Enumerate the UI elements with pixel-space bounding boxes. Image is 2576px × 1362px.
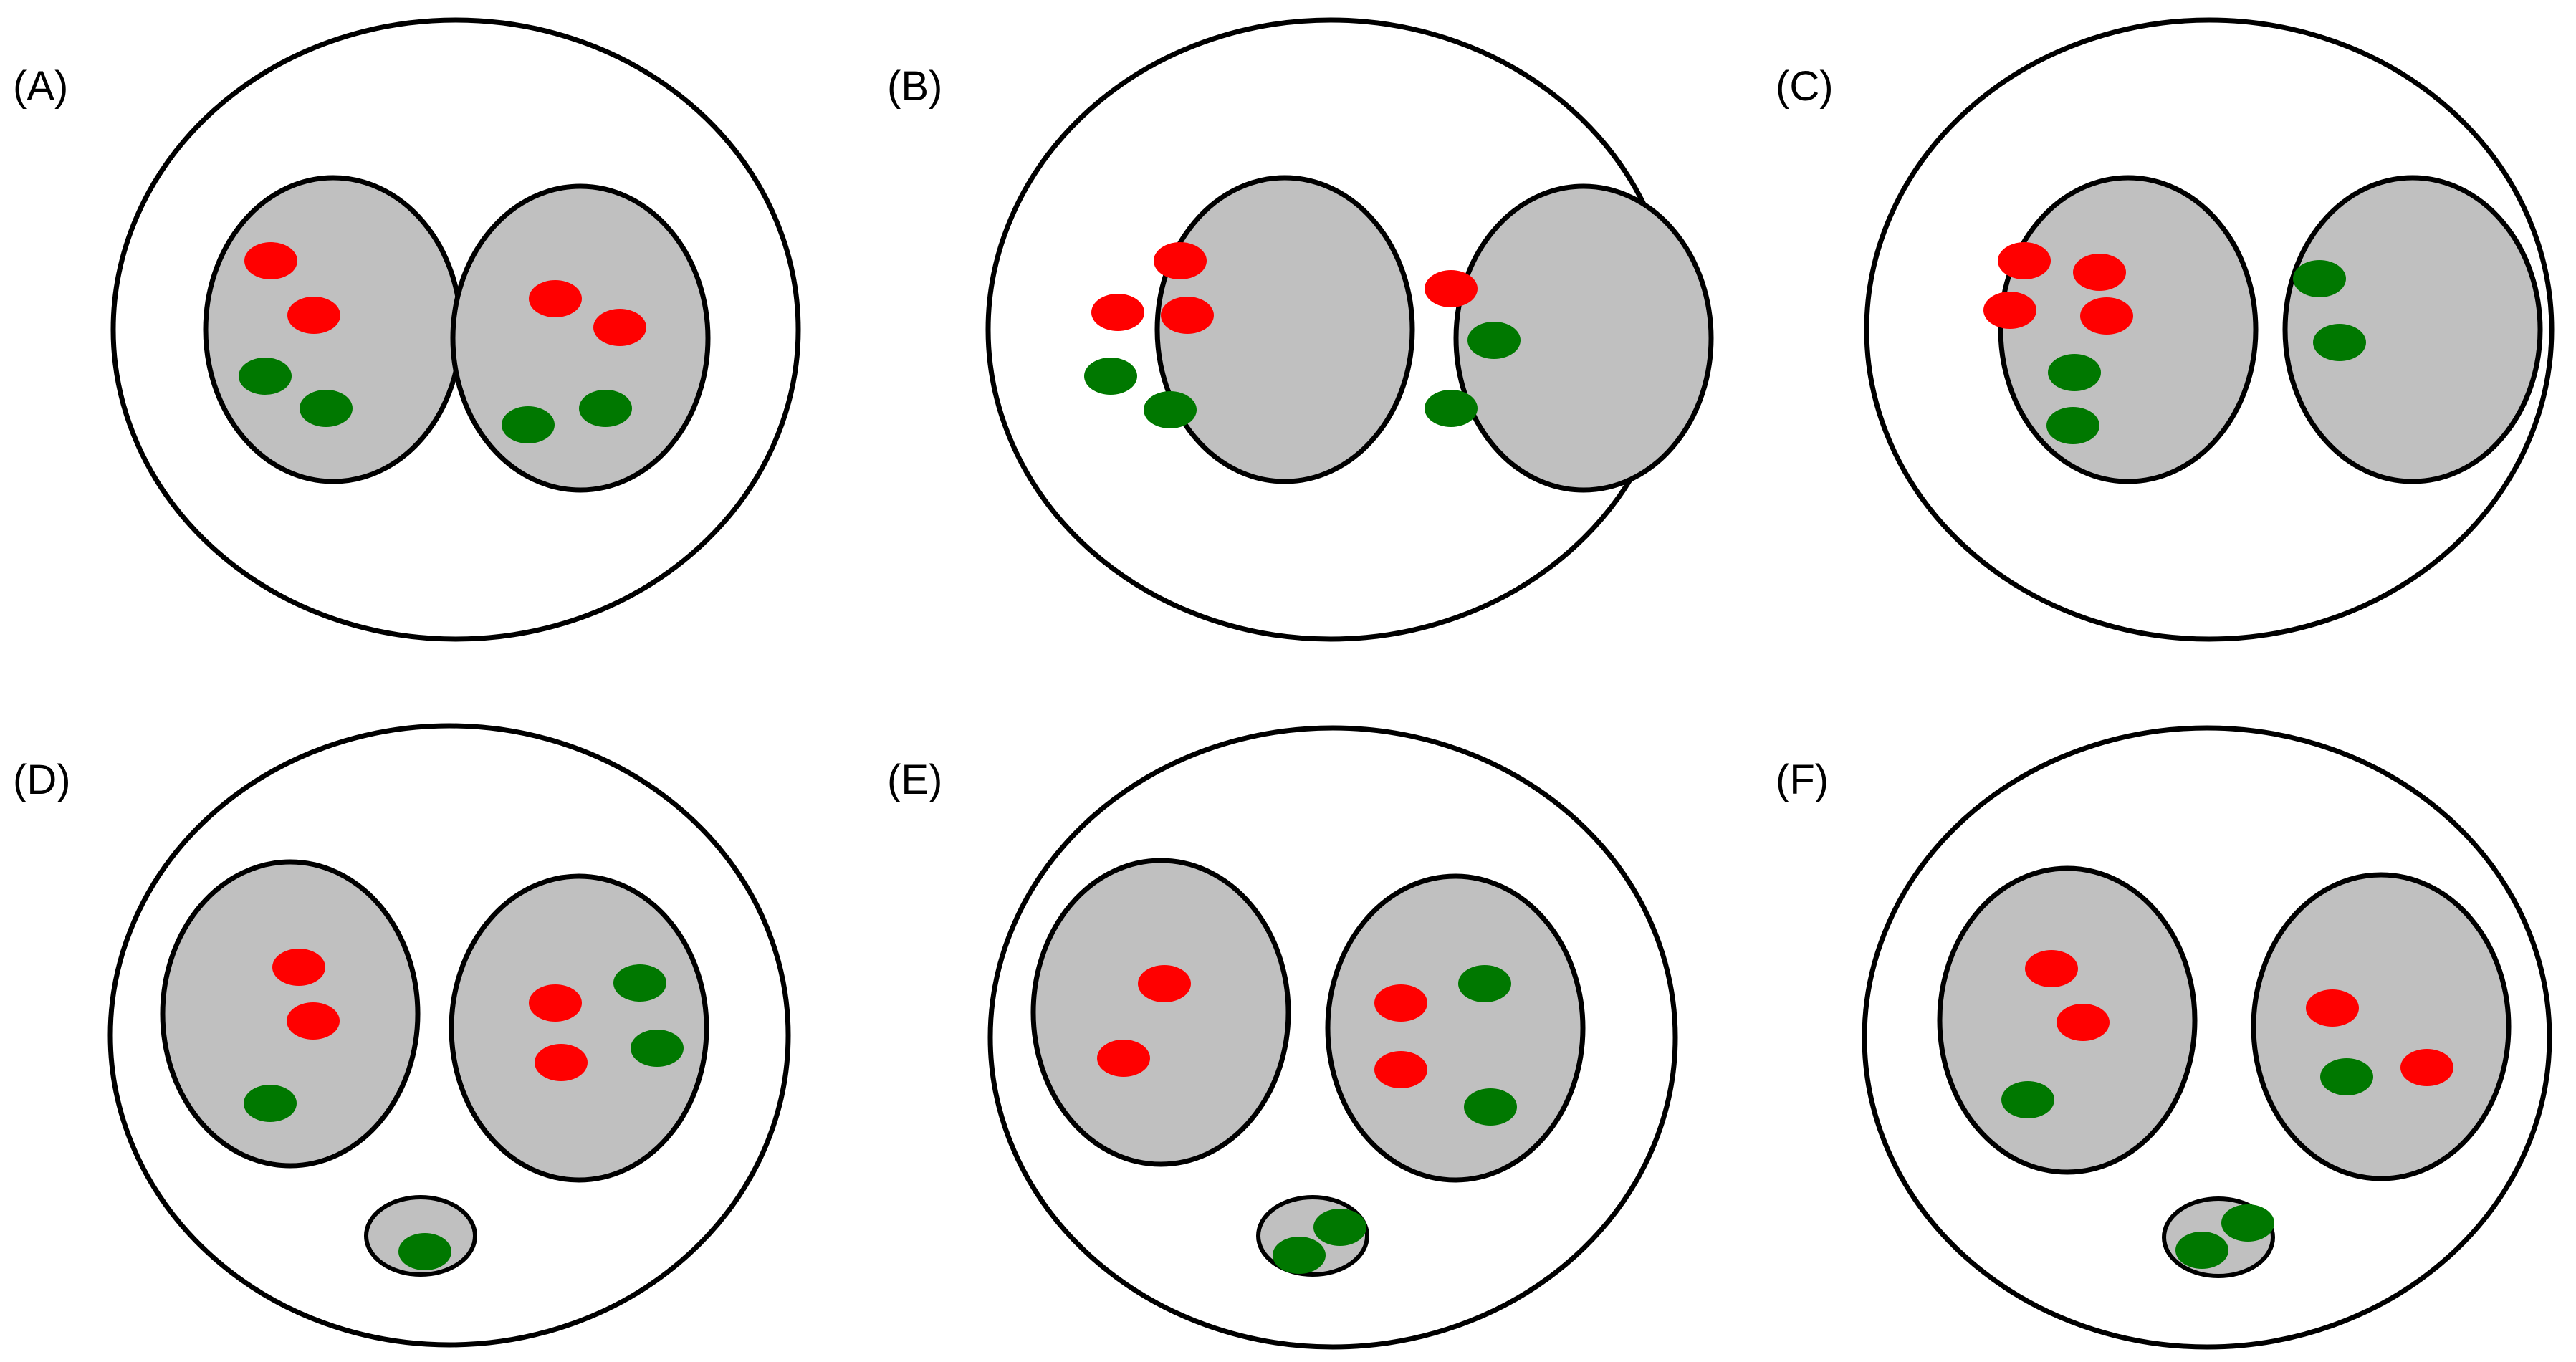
red-particle: [2057, 1004, 2110, 1041]
red-particle: [287, 1002, 340, 1040]
red-particle: [1091, 294, 1144, 331]
green-particle: [1313, 1209, 1366, 1246]
green-particle: [1273, 1237, 1326, 1274]
red-particle: [593, 309, 646, 346]
right-compartment: [450, 183, 711, 493]
red-particle: [1425, 270, 1478, 307]
red-particle: [2400, 1049, 2453, 1086]
green-particle: [2048, 354, 2101, 391]
panel-label: (B): [887, 63, 942, 110]
panel-label: (D): [13, 757, 71, 803]
red-particle: [1374, 984, 1427, 1022]
panel-b: (B): [887, 17, 1714, 642]
right-compartment: [2251, 872, 2512, 1181]
green-particle: [1467, 322, 1521, 359]
green-particle: [1144, 391, 1197, 428]
left-compartment: [203, 175, 464, 484]
green-particle: [1464, 1088, 1517, 1126]
red-particle: [1998, 242, 2051, 279]
red-particle: [1374, 1051, 1427, 1088]
green-particle: [631, 1030, 684, 1067]
green-particle: [2320, 1058, 2373, 1095]
green-particle: [613, 964, 666, 1002]
left-compartment: [1030, 858, 1291, 1167]
panel-d: (D): [13, 723, 791, 1348]
red-particle: [1983, 292, 2036, 329]
red-particle: [1154, 242, 1207, 279]
right-compartment: [1325, 873, 1586, 1183]
panel-e: (E): [887, 725, 1678, 1350]
panel-f: (F): [1776, 725, 2552, 1350]
green-particle: [2001, 1081, 2054, 1118]
red-particle: [535, 1044, 588, 1081]
green-particle: [239, 358, 292, 395]
panel-label: (E): [887, 757, 942, 803]
panel-label: (F): [1776, 757, 1829, 803]
left-compartment: [1998, 175, 2259, 484]
panel-a: (A): [13, 17, 801, 642]
red-particle: [244, 242, 297, 279]
green-particle: [398, 1233, 451, 1270]
green-particle: [1425, 390, 1478, 427]
green-particle: [2293, 260, 2346, 297]
right-compartment: [1453, 183, 1714, 493]
red-particle: [272, 949, 325, 986]
red-particle: [1138, 965, 1191, 1002]
green-particle: [2221, 1204, 2274, 1242]
red-particle: [2025, 950, 2078, 987]
panel-c: (C): [1776, 17, 2555, 642]
red-particle: [2080, 297, 2133, 335]
red-particle: [529, 280, 582, 317]
green-particle: [2313, 324, 2366, 361]
green-particle: [2046, 407, 2099, 444]
green-particle: [300, 390, 353, 427]
red-particle: [2073, 254, 2126, 291]
green-particle: [502, 406, 555, 443]
red-particle: [1161, 297, 1214, 334]
green-particle: [579, 390, 632, 427]
red-particle: [2306, 989, 2359, 1027]
right-compartment: [449, 873, 709, 1183]
left-compartment: [1154, 175, 1415, 484]
red-particle: [1097, 1040, 1150, 1077]
right-compartment: [2282, 175, 2543, 484]
panel-label: (A): [13, 63, 68, 110]
red-particle: [529, 984, 582, 1022]
green-particle: [1458, 965, 1511, 1002]
green-particle: [1084, 358, 1137, 395]
panel-label: (C): [1776, 63, 1834, 110]
red-particle: [287, 297, 340, 334]
green-particle: [2175, 1232, 2228, 1269]
green-particle: [244, 1085, 297, 1122]
